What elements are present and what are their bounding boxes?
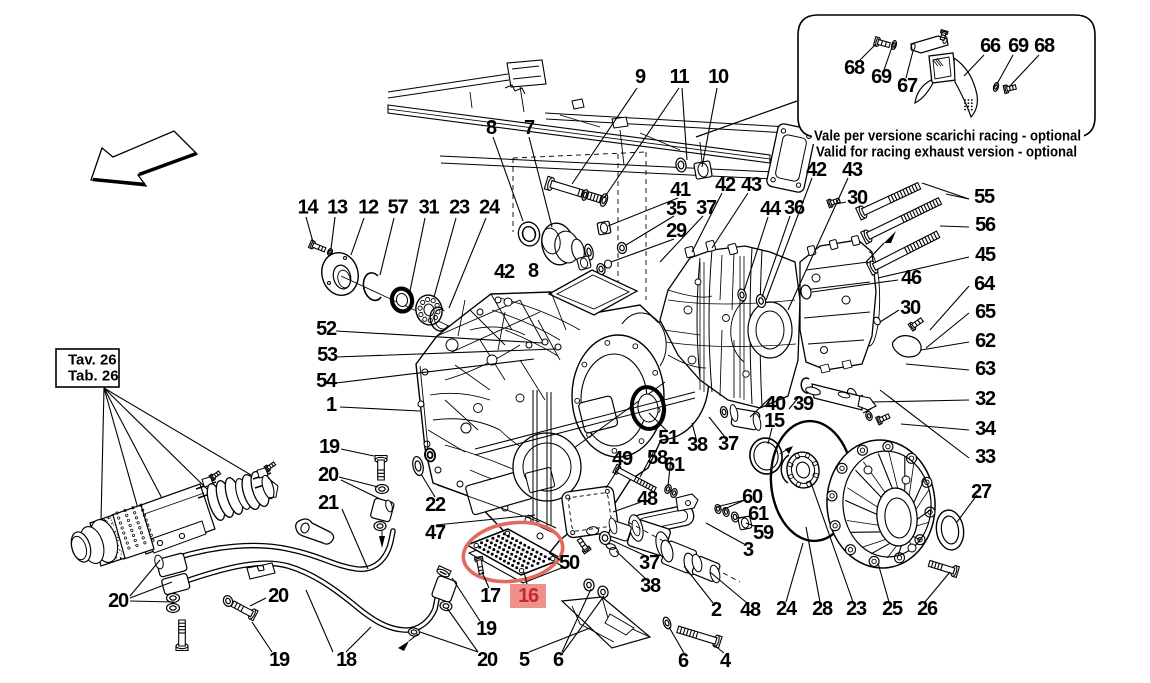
svg-text:12: 12 [358, 197, 379, 219]
svg-text:23: 23 [449, 197, 470, 219]
svg-text:20: 20 [477, 649, 498, 671]
svg-text:11: 11 [670, 66, 690, 88]
svg-text:16: 16 [518, 585, 539, 607]
svg-text:66: 66 [980, 35, 1001, 57]
svg-text:5: 5 [519, 649, 530, 671]
svg-text:24: 24 [776, 598, 798, 620]
svg-text:28: 28 [812, 598, 833, 620]
svg-text:35: 35 [666, 198, 687, 220]
svg-text:37: 37 [718, 433, 739, 455]
svg-text:42: 42 [806, 159, 827, 181]
svg-text:Valid for racing exhaust versi: Valid for racing exhaust version - optio… [816, 144, 1077, 161]
svg-text:41: 41 [670, 179, 691, 201]
svg-text:6: 6 [553, 649, 564, 671]
svg-text:31: 31 [419, 197, 440, 219]
svg-text:69: 69 [1008, 35, 1029, 57]
svg-text:69: 69 [871, 66, 892, 88]
svg-text:23: 23 [846, 598, 867, 620]
svg-text:6: 6 [678, 650, 689, 672]
svg-text:15: 15 [764, 410, 785, 432]
svg-text:63: 63 [975, 358, 996, 380]
svg-text:39: 39 [793, 393, 814, 415]
svg-text:48: 48 [637, 488, 658, 510]
svg-text:1: 1 [326, 394, 337, 416]
svg-text:19: 19 [269, 649, 290, 671]
svg-text:44: 44 [760, 198, 782, 220]
svg-text:13: 13 [327, 197, 348, 219]
svg-text:48: 48 [740, 599, 761, 621]
svg-text:38: 38 [687, 434, 708, 456]
svg-text:Tav. 26: Tav. 26 [68, 352, 117, 369]
svg-text:26: 26 [917, 598, 938, 620]
svg-text:8: 8 [528, 260, 539, 282]
svg-text:4: 4 [720, 650, 732, 672]
svg-text:18: 18 [336, 649, 357, 671]
svg-text:Vale per versione scarichi rac: Vale per versione scarichi racing - opti… [814, 128, 1081, 145]
svg-text:17: 17 [480, 585, 501, 607]
svg-text:19: 19 [319, 436, 340, 458]
svg-text:3: 3 [743, 539, 754, 561]
svg-text:61: 61 [748, 503, 769, 525]
svg-text:67: 67 [897, 75, 918, 97]
svg-text:9: 9 [635, 66, 646, 88]
svg-text:56: 56 [975, 214, 996, 236]
svg-text:59: 59 [753, 522, 774, 544]
svg-text:14: 14 [298, 197, 320, 219]
svg-text:64: 64 [974, 273, 996, 295]
svg-text:61: 61 [664, 454, 685, 476]
svg-text:53: 53 [317, 344, 338, 366]
svg-text:30: 30 [900, 297, 921, 319]
svg-text:65: 65 [975, 301, 996, 323]
svg-text:27: 27 [971, 481, 992, 503]
svg-text:45: 45 [975, 244, 996, 266]
svg-text:10: 10 [708, 66, 729, 88]
svg-text:32: 32 [975, 388, 996, 410]
svg-text:25: 25 [882, 598, 903, 620]
svg-text:37: 37 [639, 552, 660, 574]
svg-text:50: 50 [559, 552, 580, 574]
svg-text:52: 52 [316, 318, 337, 340]
svg-text:34: 34 [975, 418, 997, 440]
svg-text:20: 20 [318, 464, 339, 486]
svg-text:43: 43 [842, 159, 863, 181]
svg-text:68: 68 [1034, 35, 1055, 57]
svg-text:54: 54 [316, 370, 338, 392]
svg-text:29: 29 [666, 220, 687, 242]
svg-text:58: 58 [647, 447, 668, 469]
svg-text:Tab. 26: Tab. 26 [68, 368, 119, 385]
svg-text:47: 47 [425, 522, 446, 544]
svg-text:68: 68 [844, 57, 865, 79]
svg-text:33: 33 [975, 446, 996, 468]
svg-text:40: 40 [765, 393, 786, 415]
svg-text:36: 36 [784, 197, 805, 219]
svg-text:42: 42 [494, 261, 515, 283]
svg-text:8: 8 [486, 117, 497, 139]
svg-text:46: 46 [901, 267, 922, 289]
svg-text:20: 20 [268, 585, 289, 607]
svg-text:21: 21 [318, 492, 339, 514]
svg-text:24: 24 [479, 197, 501, 219]
svg-text:51: 51 [658, 427, 679, 449]
svg-text:37: 37 [696, 197, 717, 219]
svg-text:62: 62 [975, 330, 996, 352]
svg-text:60: 60 [742, 486, 763, 508]
svg-text:42: 42 [715, 174, 736, 196]
svg-text:55: 55 [974, 186, 995, 208]
svg-text:49: 49 [612, 448, 633, 470]
svg-text:7: 7 [524, 117, 535, 139]
svg-text:22: 22 [425, 494, 446, 516]
svg-text:57: 57 [388, 197, 409, 219]
svg-text:2: 2 [711, 599, 722, 621]
svg-text:19: 19 [476, 618, 497, 640]
svg-text:38: 38 [640, 575, 661, 597]
svg-text:43: 43 [741, 174, 762, 196]
svg-text:30: 30 [847, 187, 868, 209]
svg-text:20: 20 [108, 590, 129, 612]
